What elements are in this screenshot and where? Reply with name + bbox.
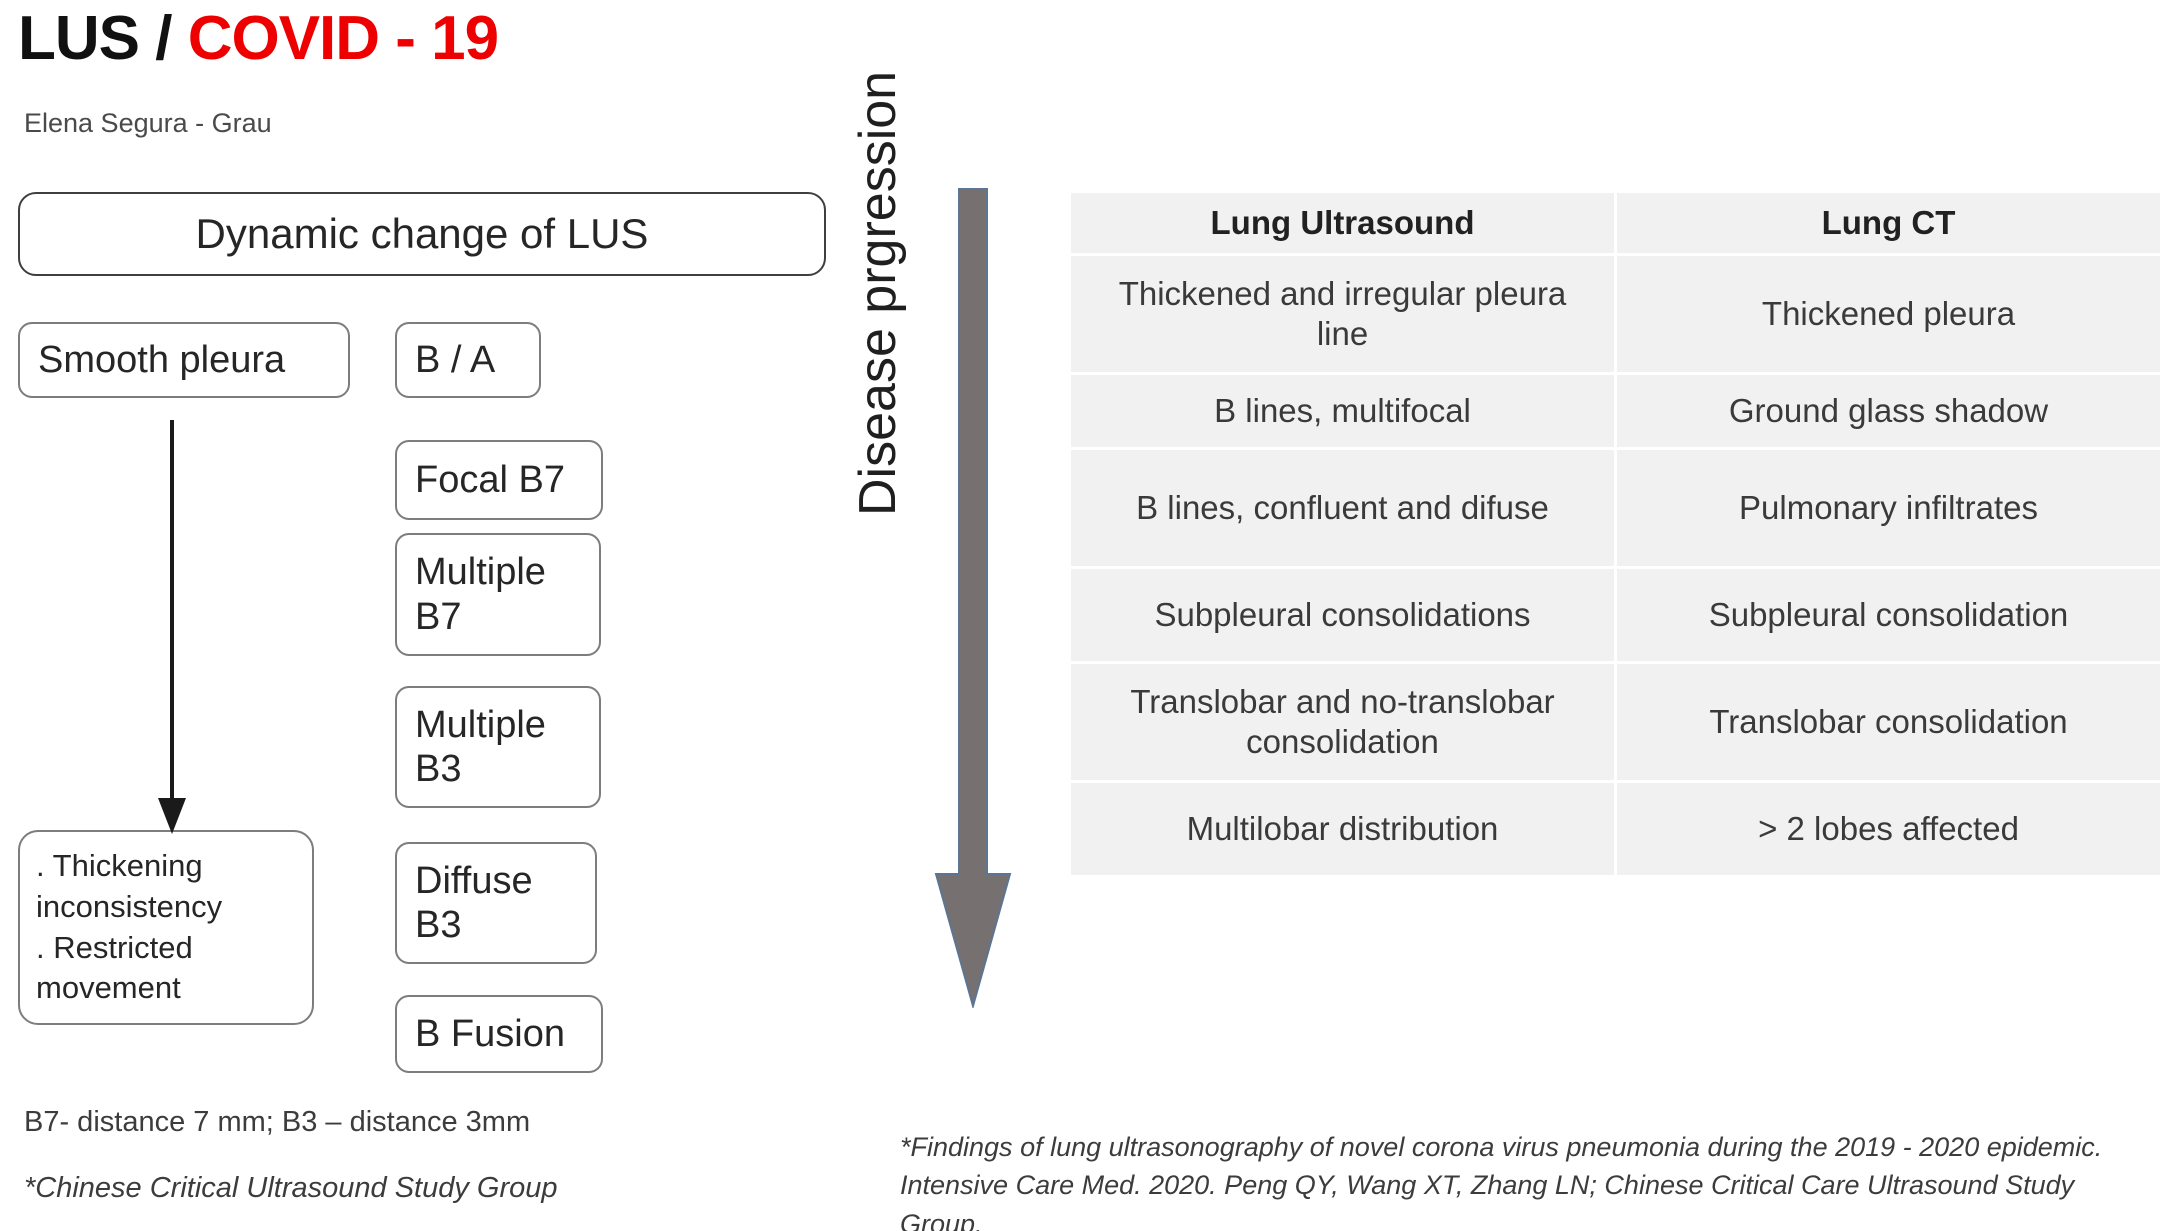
disease-progression-label: Disease prgression xyxy=(849,70,907,516)
flow-heading-label: Dynamic change of LUS xyxy=(195,210,649,257)
citation-block: *Findings of lung ultrasonography of nov… xyxy=(900,1128,2162,1231)
flow-box-multiple-b7-line1: Multiple xyxy=(415,551,546,594)
table-cell-us: Thickened and irregular pleura line xyxy=(1071,256,1614,372)
flow-box-b-a-label: B / A xyxy=(415,338,496,381)
flow-box-multiple-b3-label: Multiple B3 xyxy=(415,703,546,791)
flow-box-multiple-b3: Multiple B3 xyxy=(395,686,601,808)
flow-box-b-fusion: B Fusion xyxy=(395,995,603,1073)
table-header-row: Lung Ultrasound Lung CT xyxy=(1071,193,2160,253)
flow-box-pleural-changes-label: . Thickening inconsistency . Restricted … xyxy=(36,846,222,1010)
citation-line-2: Intensive Care Med. 2020. Peng QY, Wang … xyxy=(900,1170,2075,1231)
author-name: Elena Segura - Grau xyxy=(24,108,272,138)
pleural-changes-line4: movement xyxy=(36,970,181,1006)
flow-heading-box: Dynamic change of LUS xyxy=(18,192,826,276)
table-cell-ct: Pulmonary infiltrates xyxy=(1617,450,2160,566)
table-row: Thickened and irregular pleura line Thic… xyxy=(1071,256,2160,372)
disease-progression-arrow-icon xyxy=(934,188,1012,1008)
flow-box-diffuse-b3-line1: Diffuse xyxy=(415,859,533,902)
flow-box-b-fusion-label: B Fusion xyxy=(415,1012,565,1055)
table-row: B lines, multifocal Ground glass shadow xyxy=(1071,375,2160,447)
table-row: B lines, confluent and difuse Pulmonary … xyxy=(1071,450,2160,566)
table-cell-ct: Thickened pleura xyxy=(1617,256,2160,372)
flow-box-pleural-changes: . Thickening inconsistency . Restricted … xyxy=(18,830,314,1025)
table-header-lung-ct: Lung CT xyxy=(1617,193,2160,253)
flow-box-diffuse-b3-label: Diffuse B3 xyxy=(415,859,533,947)
lus-ct-comparison-table: Lung Ultrasound Lung CT Thickened and ir… xyxy=(1068,190,2163,878)
title-text-lus: LUS / xyxy=(18,4,172,73)
table-header-lung-ultrasound: Lung Ultrasound xyxy=(1071,193,1614,253)
flow-box-diffuse-b3-line2: B3 xyxy=(415,904,462,946)
page-title: LUS / COVID - 19 xyxy=(18,4,499,73)
note-b-line-distance: B7- distance 7 mm; B3 – distance 3mm xyxy=(24,1106,531,1138)
flow-connector-arrow-icon xyxy=(158,420,186,834)
table-row: Translobar and no-translobar consolidati… xyxy=(1071,664,2160,780)
table-cell-ct: Subpleural consolidation xyxy=(1617,569,2160,661)
flow-box-multiple-b3-line1: Multiple xyxy=(415,703,546,746)
table-cell-ct: Translobar consolidation xyxy=(1617,664,2160,780)
flow-box-b-a: B / A xyxy=(395,322,541,398)
table-row: Subpleural consolidations Subpleural con… xyxy=(1071,569,2160,661)
table-cell-us: Multilobar distribution xyxy=(1071,783,1614,875)
table-cell-us: B lines, confluent and difuse xyxy=(1071,450,1614,566)
table-cell-us: Translobar and no-translobar consolidati… xyxy=(1071,664,1614,780)
pleural-changes-line3: . Restricted xyxy=(36,929,193,965)
table-cell-ct: > 2 lobes affected xyxy=(1617,783,2160,875)
citation-line-1: *Findings of lung ultrasonography of nov… xyxy=(900,1132,2103,1162)
table-cell-us: Subpleural consolidations xyxy=(1071,569,1614,661)
pleural-changes-line1: . Thickening xyxy=(36,847,203,883)
table-row: Multilobar distribution > 2 lobes affect… xyxy=(1071,783,2160,875)
flow-box-focal-b7: Focal B7 xyxy=(395,440,603,520)
flow-box-smooth-pleura: Smooth pleura xyxy=(18,322,350,398)
table-cell-us: B lines, multifocal xyxy=(1071,375,1614,447)
flow-box-focal-b7-label: Focal B7 xyxy=(415,458,565,501)
pleural-changes-line2: inconsistency xyxy=(36,888,223,924)
flow-box-smooth-pleura-label: Smooth pleura xyxy=(38,338,286,381)
flow-box-multiple-b7-label: Multiple B7 xyxy=(415,550,546,638)
flow-box-multiple-b7: Multiple B7 xyxy=(395,533,601,656)
note-study-group: *Chinese Critical Ultrasound Study Group xyxy=(24,1172,558,1204)
table-cell-ct: Ground glass shadow xyxy=(1617,375,2160,447)
flow-box-multiple-b7-line2: B7 xyxy=(415,595,462,638)
title-text-covid: COVID - 19 xyxy=(187,4,499,73)
flow-box-multiple-b3-line2: B3 xyxy=(415,748,462,790)
flow-box-diffuse-b3: Diffuse B3 xyxy=(395,842,597,964)
